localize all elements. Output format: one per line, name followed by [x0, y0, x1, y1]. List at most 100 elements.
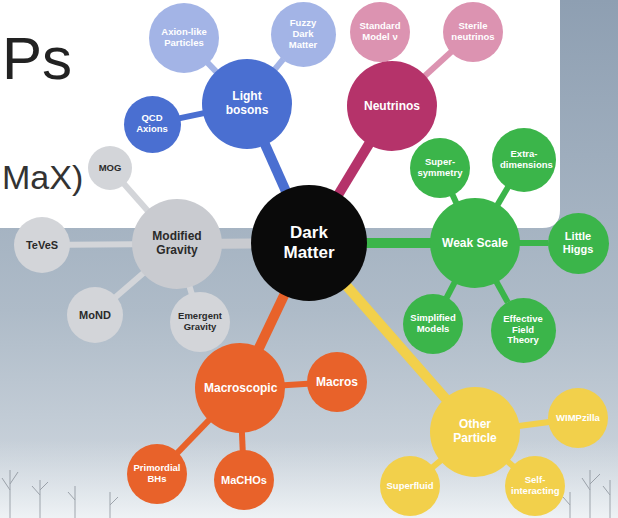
branch-connector: [446, 282, 454, 298]
bubble-text-group: TeVeS: [26, 239, 58, 252]
topic-bubble: Effective Field Theory: [491, 298, 556, 363]
bubble-label: Fuzzy Dark Matter: [279, 18, 327, 51]
bubble-text-group: MaCHOs: [221, 474, 267, 487]
bubble-text-group: MOG: [99, 162, 122, 174]
topic-bubble: Axion-like Particles: [149, 3, 219, 73]
bubble-text-group: Modified Gravity: [141, 230, 213, 258]
topic-bubble: WIMPzilla: [548, 388, 608, 448]
bubble-label: TeVeS: [26, 239, 58, 252]
bubble-label: Weak Scale: [442, 237, 508, 251]
topic-bubble: Self- interacting: [505, 456, 565, 516]
bubble-text-group: Weak Scale: [442, 236, 508, 251]
bubble-text-group: Macros: [316, 375, 358, 390]
bubble-label: Self- interacting: [511, 475, 559, 497]
branch-connector: [497, 187, 508, 205]
topic-bubble: Weak Scale: [430, 198, 520, 288]
bubble-label: Other Particle: [439, 418, 511, 446]
bubble-label: Neutrinos: [364, 100, 420, 114]
topic-bubble: MaCHOs: [214, 450, 274, 510]
branch-connector: [284, 384, 308, 385]
slide-title-fragment: Ps: [2, 24, 72, 93]
topic-bubble: Modified Gravity: [132, 199, 222, 289]
bubble-text-group: Neutrinos: [364, 99, 420, 114]
bubble-label: Effective Field Theory: [499, 314, 547, 347]
bubble-text-group: Simplified Models: [409, 313, 457, 335]
branch-connector: [239, 432, 246, 451]
topic-bubble: QCD Axions: [124, 96, 181, 153]
topic-bubble: Fuzzy Dark Matter: [271, 2, 336, 67]
branch-connector: [275, 59, 284, 70]
branch-connector: [259, 294, 285, 348]
bubble-label: Emergent Gravity: [176, 311, 224, 333]
bubble-label: Superfluid: [387, 481, 434, 492]
branch-connector: [424, 52, 451, 77]
bubble-text-group: Macroscopic: [204, 381, 276, 396]
branch-connector: [221, 238, 252, 248]
bubble-text-group: Standard Model ν: [356, 21, 404, 43]
bubble-label: Modified Gravity: [141, 230, 213, 258]
topic-bubble: Emergent Gravity: [170, 292, 230, 352]
topic-bubble: Other Particle: [430, 387, 520, 477]
bubble-text-group: QCD Axions: [130, 113, 175, 135]
bubble-text-group: Superfluid: [387, 480, 434, 492]
bubble-text-group: Fuzzy Dark Matter: [279, 18, 327, 51]
bubble-text-group: Primordial BHs: [133, 463, 181, 485]
branch-connector: [496, 282, 508, 303]
topic-bubble: Little Higgs: [548, 213, 609, 274]
topic-bubble: Macroscopic: [195, 343, 285, 433]
bubble-text-group: Light bosons: [211, 90, 283, 118]
topic-bubble: Extra- dimensions: [492, 128, 556, 192]
bubble-label: Sterile neutrinos: [449, 21, 497, 43]
bubble-label: Macros: [316, 376, 358, 390]
branch-connector: [179, 113, 204, 118]
bubble-text-group: Effective Field Theory: [499, 314, 547, 347]
topic-bubble: Neutrinos: [347, 61, 437, 151]
bubble-label: Extra- dimensions: [500, 149, 548, 171]
bubble-label: MOG: [99, 163, 122, 174]
bubble-text-group: Dark Matter: [263, 223, 356, 263]
bubble-label: Super- symmetry: [416, 157, 464, 179]
bubble-label: Primordial BHs: [133, 463, 181, 485]
bubble-text-group: Self- interacting: [511, 475, 559, 497]
topic-bubble: Standard Model ν: [350, 2, 410, 62]
bubble-label: Dark Matter: [263, 223, 356, 262]
topic-bubble: Sterile neutrinos: [443, 2, 503, 62]
branch-connector: [115, 273, 143, 298]
bubble-label: Little Higgs: [554, 230, 602, 255]
bubble-label: MoND: [79, 309, 111, 322]
bubble-text-group: Little Higgs: [554, 230, 602, 255]
branch-connector: [124, 184, 148, 211]
bubble-text-group: Other Particle: [439, 418, 511, 446]
topic-bubble: Light bosons: [202, 59, 292, 149]
bubble-label: Macroscopic: [204, 382, 276, 396]
topic-bubble: MOG: [88, 146, 132, 190]
bubble-text-group: MoND: [79, 309, 111, 322]
central-bubble: Dark Matter: [251, 185, 367, 301]
topic-bubble: Simplified Models: [403, 294, 463, 354]
topic-bubble: MoND: [67, 287, 123, 343]
topic-bubble: TeVeS: [14, 217, 70, 273]
branch-connector: [339, 144, 370, 195]
bubble-text-group: WIMPzilla: [556, 412, 600, 424]
bubble-text-group: Super- symmetry: [416, 157, 464, 179]
bubble-text-group: Extra- dimensions: [500, 149, 548, 171]
branch-connector: [177, 420, 209, 453]
bubble-text-group: Sterile neutrinos: [449, 21, 497, 43]
branch-connector: [69, 241, 133, 247]
topic-bubble: Macros: [307, 352, 367, 412]
bubble-label: Light bosons: [211, 90, 283, 118]
topic-bubble: Super- symmetry: [410, 138, 470, 198]
bubble-label: Axion-like Particles: [156, 27, 212, 49]
bubble-label: MaCHOs: [221, 474, 267, 487]
branch-connector: [519, 422, 550, 426]
bubble-label: Standard Model ν: [356, 21, 404, 43]
bubble-label: Simplified Models: [409, 313, 457, 335]
bubble-text-group: Axion-like Particles: [156, 27, 212, 49]
branch-connector: [366, 238, 431, 248]
bubble-label: WIMPzilla: [556, 413, 600, 424]
bubble-text-group: Emergent Gravity: [176, 311, 224, 333]
slide-title-fragment: MaX): [2, 158, 83, 197]
branch-connector: [265, 144, 286, 191]
